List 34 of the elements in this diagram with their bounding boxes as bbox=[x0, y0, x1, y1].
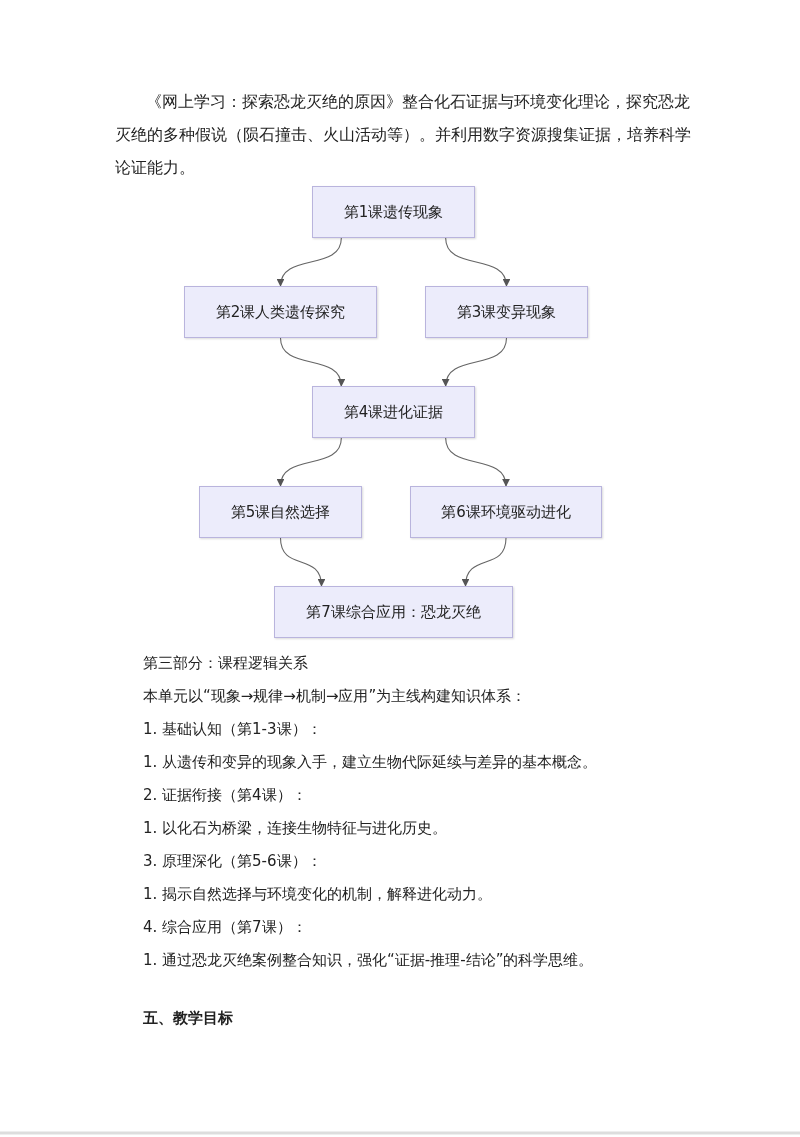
text-line: 3. 原理深化（第5-6课）： bbox=[143, 851, 323, 872]
text-line: 本单元以“现象→规律→机制→应用”为主线构建知识体系： bbox=[143, 686, 528, 707]
arrow bbox=[442, 337, 508, 387]
node-label: 第2课人类遗传探究 bbox=[215, 302, 346, 322]
process-box bbox=[274, 586, 513, 638]
arrow bbox=[445, 437, 509, 487]
intro-paragraph: 《网上学习：探索恐龙灭绝的原因》整合化石证据与环境变化理论，探究恐龙灭绝的多种假说（陨石撞击、火山活动等）。并利用数字资源搜集证据，培养科学论证能力。 bbox=[115, 92, 692, 179]
node-label: 第4课进化证据 bbox=[343, 402, 444, 422]
node-label: 第5课自然选择 bbox=[230, 502, 331, 522]
text-line: 2. 证据衔接（第4课）： bbox=[143, 785, 308, 806]
process-box bbox=[425, 286, 588, 338]
node-label: 第1课遗传现象 bbox=[343, 202, 444, 222]
arrow bbox=[279, 537, 325, 587]
node-label: 第3课变异现象 bbox=[456, 302, 557, 322]
arrow bbox=[277, 237, 342, 287]
arrow bbox=[445, 237, 510, 287]
section-heading: 第三部分：课程逻辑关系 bbox=[143, 653, 309, 674]
arrow bbox=[279, 337, 345, 387]
text-line: 4. 综合应用（第7课）： bbox=[143, 917, 308, 938]
text-line: 1. 从遗传和变异的现象入手，建立生物代际延续与差异的基本概念。 bbox=[143, 752, 599, 773]
process-box bbox=[184, 286, 377, 338]
text-line: 1. 基础认知（第1-3课）： bbox=[143, 719, 323, 740]
text-line: 1. 揭示自然选择与环境变化的机制，解释进化动力。 bbox=[143, 884, 494, 905]
process-box bbox=[199, 486, 362, 538]
text-line: 1. 通过恐龙灭绝案例整合知识，强化“证据-推理-结论”的科学思维。 bbox=[143, 950, 595, 971]
process-box bbox=[312, 186, 475, 238]
node-label: 第6课环境驱动进化 bbox=[441, 502, 571, 522]
arrow bbox=[462, 537, 507, 587]
text-line: 1. 以化石为桥梁，连接生物特征与进化历史。 bbox=[143, 818, 449, 839]
arrow bbox=[277, 437, 342, 487]
section-heading: 五、教学目标 bbox=[143, 1008, 234, 1029]
process-box bbox=[410, 486, 602, 538]
process-box bbox=[312, 386, 475, 438]
node-label: 第7课综合应用：恐龙灭绝 bbox=[306, 602, 481, 622]
